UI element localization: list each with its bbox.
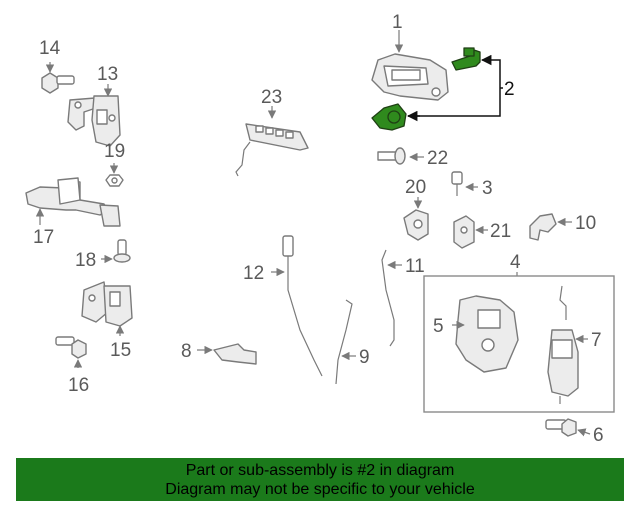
callout-21: 21 (490, 221, 511, 242)
callout-22: 22 (427, 148, 448, 169)
callout-20: 20 (405, 177, 426, 198)
part-19-nut[interactable] (105, 163, 124, 187)
part-2-highlighted[interactable] (371, 47, 503, 131)
part-10-clip[interactable] (529, 213, 572, 241)
part-18-bolt[interactable] (101, 239, 131, 264)
callout-23: 23 (261, 87, 282, 108)
part-8-bracket[interactable] (197, 343, 257, 365)
part-6-screw[interactable] (545, 418, 591, 437)
part-22-screw[interactable] (377, 147, 424, 165)
callout-4: 4 (510, 252, 521, 273)
part-3-rod-clip[interactable] (451, 171, 478, 196)
part-15-lower-hinge[interactable] (81, 281, 133, 336)
part-14-bolt[interactable] (41, 62, 75, 94)
part-13-upper-hinge[interactable] (67, 84, 121, 147)
part-12-cable[interactable] (271, 235, 323, 377)
part-16-bolt[interactable] (55, 336, 87, 368)
part-11-rod[interactable] (381, 249, 402, 347)
callout-11: 11 (405, 256, 425, 277)
banner-line-1: Part or sub-assembly is #2 in diagram (185, 462, 455, 479)
callout-17: 17 (33, 227, 54, 248)
callout-13: 13 (97, 64, 118, 85)
callout-7: 7 (591, 330, 602, 351)
callout-18: 18 (75, 250, 96, 271)
part-1-outside-handle[interactable] (371, 30, 449, 101)
callout-16: 16 (68, 375, 89, 396)
callout-10: 10 (575, 213, 596, 234)
callout-15: 15 (110, 340, 131, 361)
callout-14: 14 (39, 38, 61, 59)
callout-19: 19 (104, 141, 125, 162)
banner-line-2: Diagram may not be specific to your vehi… (165, 481, 475, 498)
part-21-pad[interactable] (453, 215, 488, 249)
callout-12: 12 (243, 263, 264, 284)
part-17-door-check[interactable] (25, 177, 121, 227)
callout-2: 2 (504, 79, 515, 100)
callout-3: 3 (482, 178, 493, 199)
part-23-switch[interactable] (235, 106, 309, 177)
info-banner: Part or sub-assembly is #2 in diagram Di… (16, 458, 624, 501)
part-20-bumper[interactable] (403, 197, 429, 241)
part-5-latch[interactable] (452, 295, 519, 373)
callout-6: 6 (593, 425, 604, 446)
callout-9: 9 (359, 347, 370, 368)
part-4-latch-assembly[interactable] (423, 272, 615, 413)
part-7-actuator[interactable] (547, 285, 588, 404)
callout-5: 5 (433, 316, 444, 337)
callout-1: 1 (392, 12, 403, 33)
part-9-rod[interactable] (335, 299, 356, 385)
callout-8: 8 (181, 341, 192, 362)
